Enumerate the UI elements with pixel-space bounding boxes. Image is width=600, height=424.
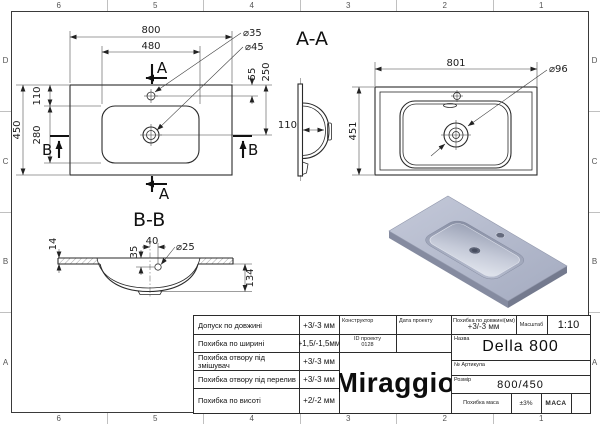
grid-ruler-right: D C B A xyxy=(589,11,600,413)
title-block: Допуск по довжині +3/-3 мм Похибка по ши… xyxy=(193,315,591,414)
bb-dim-14: 14 xyxy=(48,238,59,251)
grid-ruler-bottom: 6 5 4 3 2 1 xyxy=(11,413,589,424)
bb-dim-35: 35 xyxy=(129,246,140,259)
scale-value: 1:10 xyxy=(557,319,580,331)
empty-cell xyxy=(571,393,590,413)
section-bb-view: B-B 14 35 40 ⌀25 xyxy=(48,209,256,298)
mass-tolerance-label: Похибка маса xyxy=(463,400,499,406)
plan-callout-d35: ⌀35 xyxy=(243,28,262,39)
grid-label: 1 xyxy=(539,413,544,423)
plan-dim-55: 55 xyxy=(247,68,258,81)
name-label: Назва xyxy=(454,336,470,342)
mass-label: МАСА xyxy=(545,399,567,407)
project-id-label: ID проекту xyxy=(354,336,381,342)
grid-label: D xyxy=(0,11,11,112)
grid-label: 4 xyxy=(204,413,301,424)
grid-ruler-left: D C B A xyxy=(0,11,11,413)
tolerance-row-label: Похибка отвору під перелив xyxy=(198,374,296,384)
faucet-hole-3d xyxy=(495,232,506,239)
aa-dim-801: 801 xyxy=(446,58,465,69)
bb-dim-40: 40 xyxy=(146,236,159,247)
sink-3d-render xyxy=(388,195,568,308)
grid-label: 6 xyxy=(11,0,108,11)
grid-label: A xyxy=(591,358,598,368)
plan-view: 800 480 ⌀35 ⌀45 55 250 4 xyxy=(12,25,272,203)
mass-tolerance-value: ±3% xyxy=(519,399,533,407)
grid-label: 6 xyxy=(11,413,108,424)
project-id-value: 0128 xyxy=(361,342,374,348)
section-marker-a-top: A xyxy=(157,59,168,77)
plan-dim-800: 800 xyxy=(141,25,160,36)
grid-label: 3 xyxy=(301,413,397,424)
plan-dim-250: 250 xyxy=(261,62,272,81)
tolerance-row-value: +3/-3 мм xyxy=(303,374,335,384)
article-label: № Артикула xyxy=(454,362,485,368)
plan-dim-480: 480 xyxy=(141,41,160,52)
grid-label: 1 xyxy=(539,0,544,10)
length-tolerance-label: Похибка по довжині(мм) xyxy=(453,318,515,324)
tolerance-row-label: Похибка по ширині xyxy=(198,338,265,348)
tolerance-row-label: Похибка по висоті xyxy=(198,396,261,405)
grid-label: C xyxy=(0,112,11,213)
project-date-label: Дата проекту xyxy=(399,318,433,324)
tolerance-row-value: +3/-3 мм xyxy=(303,320,335,330)
grid-label: 3 xyxy=(301,0,397,11)
plan-callout-d45: ⌀45 xyxy=(245,42,264,53)
length-tolerance-value: +3/-3 мм xyxy=(467,322,500,331)
grid-ruler-top: 6 5 4 3 2 1 xyxy=(11,0,589,11)
grid-label: B xyxy=(0,213,11,314)
section-bb-label: B-B xyxy=(133,209,165,231)
constructor-label: Конструктор xyxy=(342,318,374,324)
aa-dim-110: 110 xyxy=(278,120,297,131)
section-marker-b-left: B xyxy=(42,141,52,159)
grid-label: 2 xyxy=(397,413,494,424)
plan-dim-280: 280 xyxy=(32,125,43,144)
plan-dim-450: 450 xyxy=(12,120,23,139)
tolerance-row-value: +1,5/-1,5мм xyxy=(299,338,339,348)
grid-label: C xyxy=(589,112,600,213)
brand-logo: Miraggio xyxy=(339,366,451,398)
grid-label: 4 xyxy=(204,0,301,11)
bb-callout-d25: ⌀25 xyxy=(176,242,195,253)
aa-dim-451: 451 xyxy=(348,121,359,140)
section-aa-view: A-A 110 ⌀96 xyxy=(278,28,568,182)
size-label: Розмір xyxy=(454,377,472,383)
tolerance-row-label: Допуск по довжині xyxy=(198,320,262,330)
grid-label: B xyxy=(589,213,600,314)
grid-label: 2 xyxy=(397,0,494,11)
tolerance-row-value: +2/-2 мм xyxy=(303,396,335,405)
tolerance-row-label: Похибка отвору під змішувач xyxy=(198,352,265,370)
scale-label: Масштаб xyxy=(519,322,544,328)
grid-label: 5 xyxy=(108,0,204,11)
aa-callout-d96: ⌀96 xyxy=(549,64,568,75)
size-value: 800/450 xyxy=(497,379,544,391)
grid-label: A xyxy=(2,358,9,368)
grid-label: 5 xyxy=(108,413,204,424)
grid-label: D xyxy=(589,11,600,112)
section-marker-a-bottom: A xyxy=(159,185,170,203)
product-name: Della 800 xyxy=(482,338,559,355)
bb-dim-134: 134 xyxy=(245,268,256,287)
plan-dim-110: 110 xyxy=(32,86,43,105)
section-marker-b-right: B xyxy=(248,141,258,159)
section-aa-label: A-A xyxy=(296,28,328,50)
tolerance-row-value: +3/-3 мм xyxy=(303,356,335,366)
